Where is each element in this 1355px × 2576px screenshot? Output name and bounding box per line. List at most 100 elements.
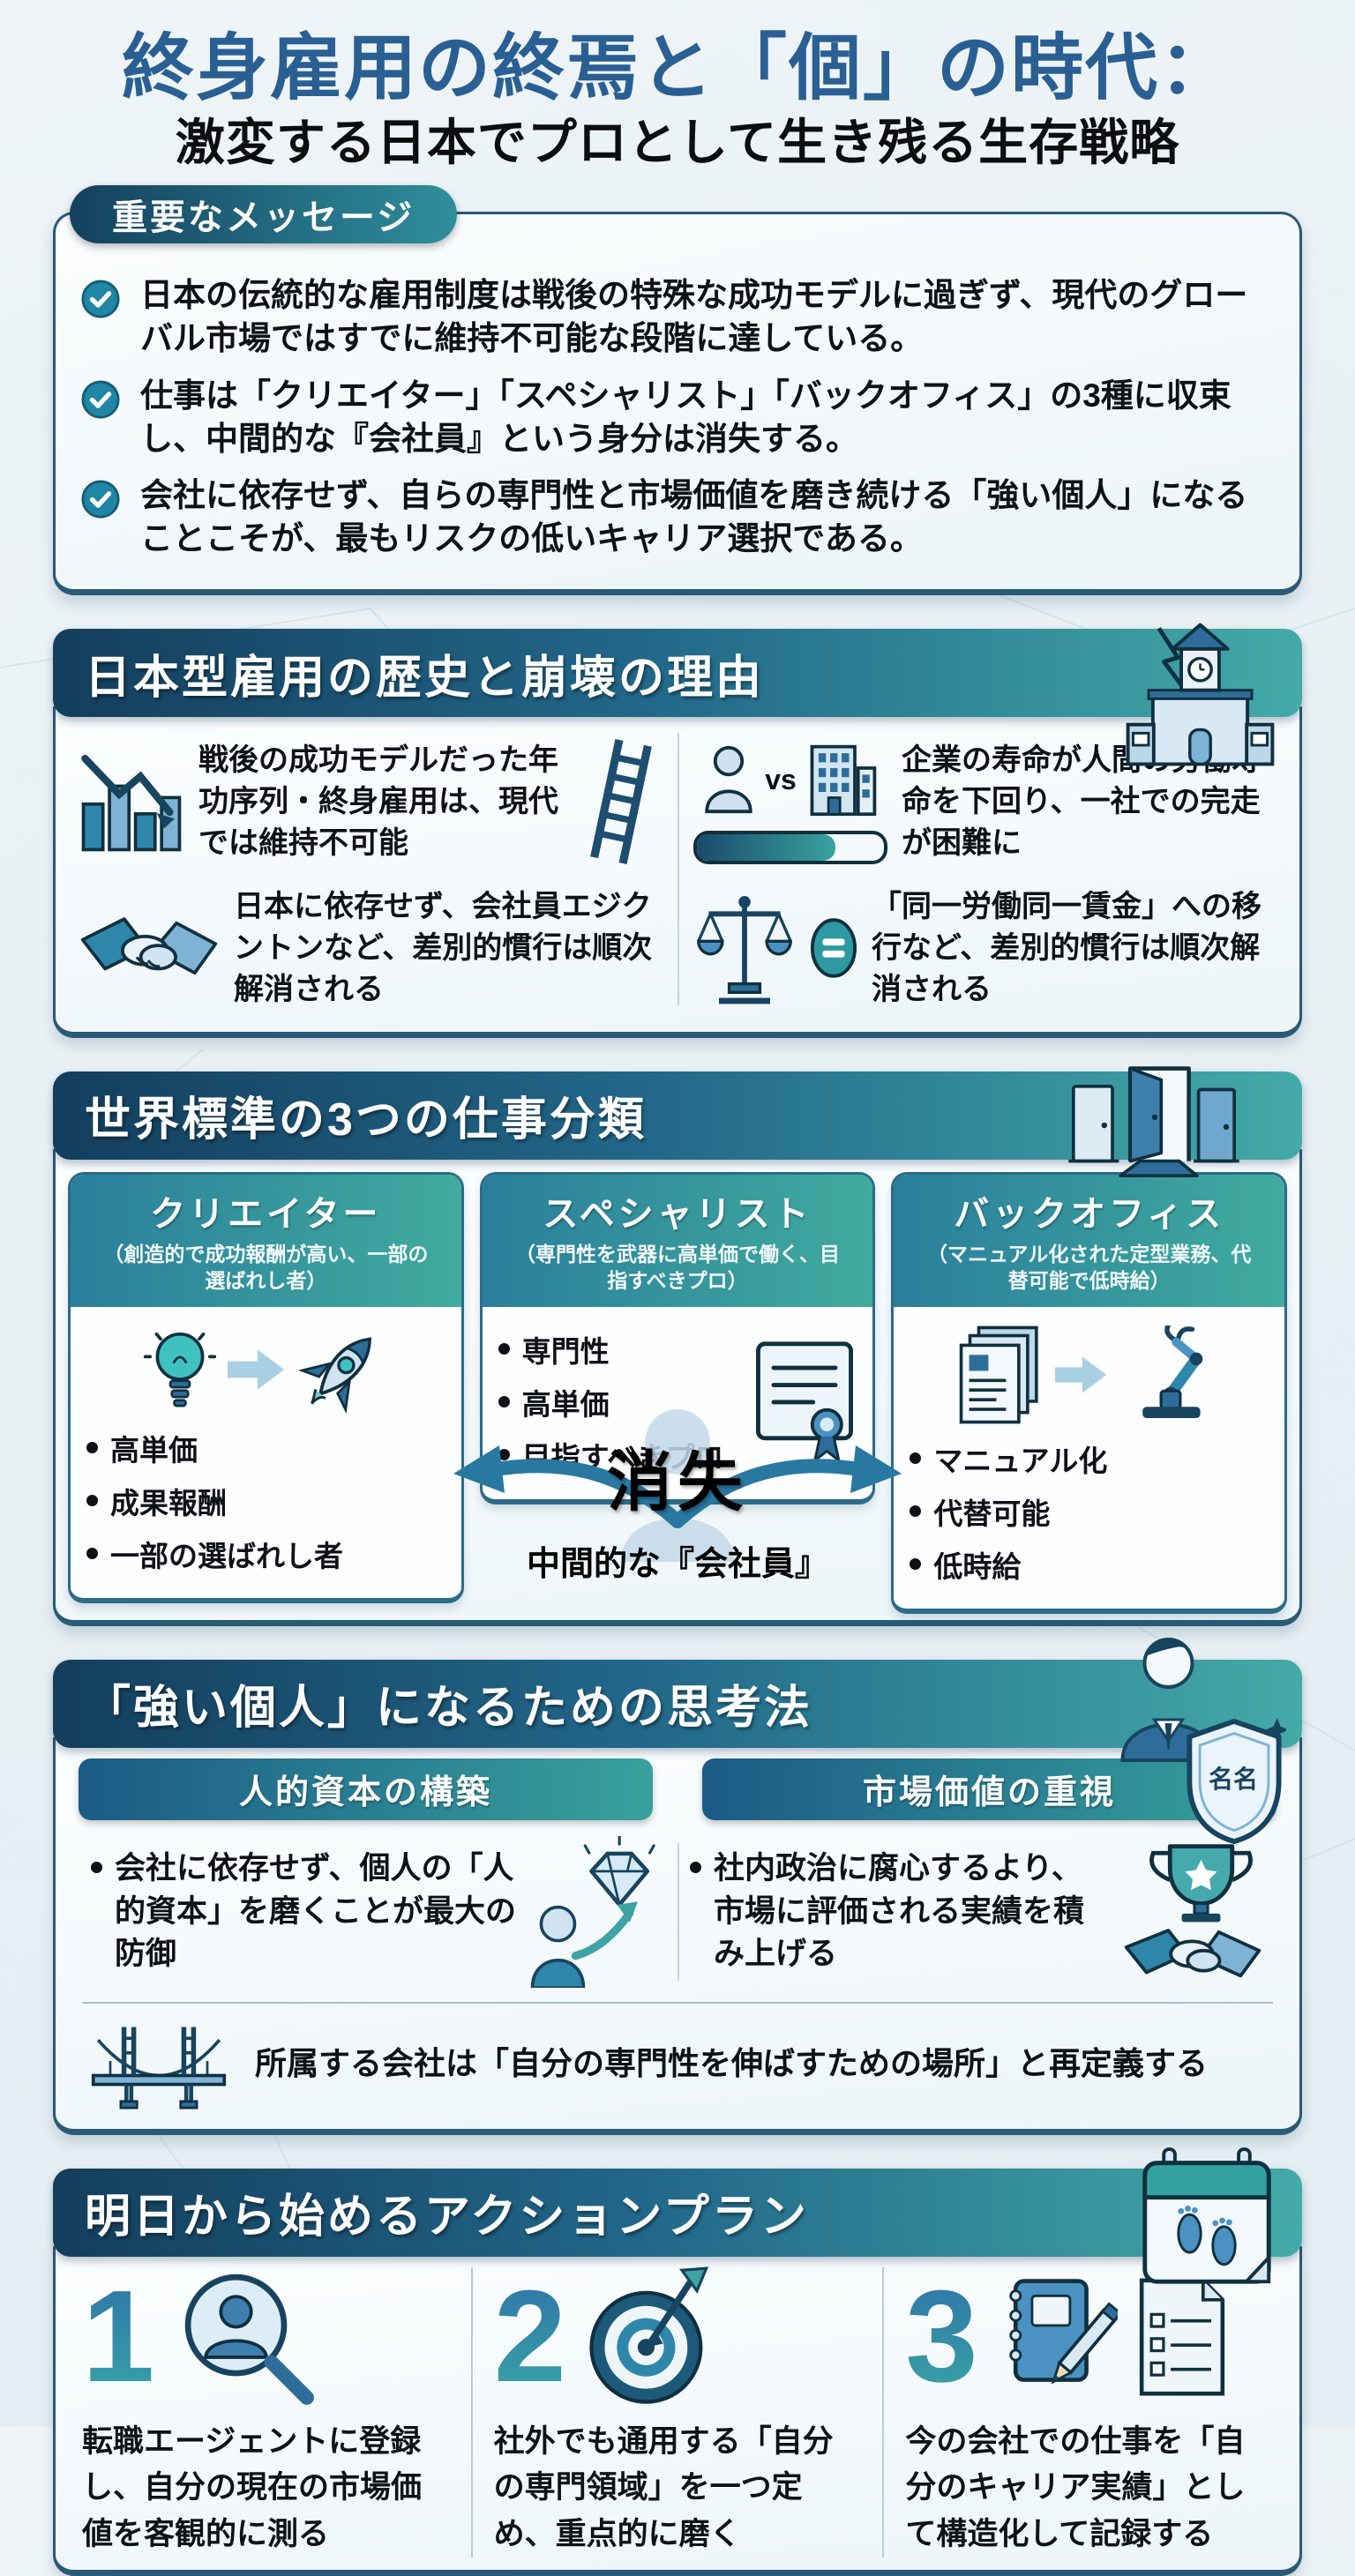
bullet-item: 成果報酬 xyxy=(86,1480,445,1522)
check-icon xyxy=(80,279,121,319)
documents-icon xyxy=(956,1323,1044,1427)
classification-section: 世界標準の3つの仕事分類 クリエイター （創造的 xyxy=(53,1066,1302,1626)
bullet-item: 一部の選ばれし者 xyxy=(86,1533,445,1575)
progress-bar xyxy=(693,831,887,865)
action-plan-heading: 明日から始めるアクションプラン xyxy=(85,2191,809,2244)
key-message-item: 仕事は「クリエイター」「スペシャリスト」「バックオフィス」の3種に収束し、中間的… xyxy=(80,375,1269,461)
history-grid: 戦後の成功モデルだった年功序列・終身雇用は、現代では維持不可能 xyxy=(56,706,1299,1032)
check-icon xyxy=(80,479,121,519)
bullet-item: 専門性 xyxy=(498,1328,746,1370)
bullet-item: 高単価 xyxy=(86,1427,445,1469)
history-quadrant: 「同一労働同一賃金」への移行など、差別的慣行は順次解消される xyxy=(678,886,1292,1011)
specialist-title: スペシャリスト xyxy=(543,1194,812,1234)
scales-icon xyxy=(693,888,796,1008)
person-silhouette-icon xyxy=(611,1400,744,1562)
history-section: 日本型雇用の歴史と崩壊の理由 xyxy=(53,623,1302,1038)
market-value-bar: 市場価値の重視 xyxy=(702,1758,1276,1820)
creator-icon-row xyxy=(86,1323,445,1416)
check-icon xyxy=(80,379,121,420)
arrow-right-icon xyxy=(228,1346,286,1393)
action-plan-section: 明日から始めるアクションプラン 1 xyxy=(53,2147,1302,2576)
notebook-pencil-icon xyxy=(994,2270,1118,2404)
arrow-right-icon xyxy=(1054,1353,1108,1397)
vanish-group: 消失 中間的な『会社員』 xyxy=(386,1408,969,1590)
human-capital-column: 会社に依存せず、個人の「人的資本」を磨くことが最大の防御 xyxy=(79,1835,678,1988)
backoffice-bullets: マニュアル化 代替可能 低時給 xyxy=(910,1437,1269,1586)
bullet-item: マニュアル化 xyxy=(910,1437,1269,1480)
history-text: 日本に依存せず、会社員エジクントンなど、差別的慣行は順次解消される xyxy=(234,890,653,1006)
market-value-bullet: 社内政治に腐心するより、市場に評価される実績を積み上げる xyxy=(690,1848,1112,1975)
person-icon xyxy=(701,744,756,815)
specialist-caption: （専門性を武器に高単価で働く、目指すべきプロ） xyxy=(515,1242,840,1292)
key-message-text: 会社に依存せず、自らの専門性と市場価値を磨き続ける「強い個人」になることこそが、… xyxy=(140,477,1248,557)
shield-text: 名名 xyxy=(1208,1765,1258,1793)
mindset-columns: 会社に依存せず、個人の「人的資本」を磨くことが最大の防御 xyxy=(79,1835,1276,1988)
key-message-text: 日本の伝統的な雇用制度は戦後の特殊な成功モデルに過ぎず、現代のグローバル市場では… xyxy=(140,277,1248,356)
mindset-section: 「強い個人」になるための思考法 名名 人的資本の構築 xyxy=(53,1637,1302,2135)
market-value-column: 社内政治に腐心するより、市場に評価される実績を積み上げる xyxy=(678,1836,1276,1988)
divider xyxy=(82,2001,1273,2004)
creator-caption: （創造的で成功報酬が高い、一部の選ばれし者） xyxy=(103,1242,429,1292)
backoffice-title: バックオフィス xyxy=(954,1194,1225,1234)
mindset-body: 人的資本の構築 市場価値の重視 会社に依存せず、個人の「人的資本」を磨くことが最… xyxy=(53,1736,1302,2135)
backoffice-caption: （マニュアル化された定型業務、代替可能で低時給） xyxy=(927,1242,1252,1292)
history-quadrant: 日本に依存せず、会社員エジクントンなど、差別的慣行は順次解消される xyxy=(63,886,678,1011)
curved-arrows-icon xyxy=(395,1408,960,1541)
rocket-icon xyxy=(296,1324,388,1415)
key-messages-card: 重要なメッセージ 日本の伝統的な雇用制度は戦後の特殊な成功モデルに過ぎず、現代の… xyxy=(53,185,1302,596)
vs-label: vs xyxy=(765,763,797,795)
doors-icon xyxy=(1060,1054,1247,1177)
school-icon xyxy=(1114,604,1286,785)
mindset-band: 「強い個人」になるための思考法 xyxy=(53,1659,1302,1748)
history-quadrant: 戦後の成功モデルだった年功序列・終身雇用は、現代では維持不可能 xyxy=(63,736,678,867)
mindset-footer-text: 所属する会社は「自分の専門性を伸ばすための場所」と再定義する xyxy=(255,2044,1209,2081)
step-text: 今の会社での仕事を「自分のキャリア実績」として構造化して記録する xyxy=(905,2423,1246,2551)
magnifier-person-icon xyxy=(170,2261,322,2413)
bridge-icon xyxy=(89,2012,228,2109)
creator-card-header: クリエイター （創造的で成功報酬が高い、一部の選ばれし者） xyxy=(71,1174,461,1307)
trophy-handshake-icon xyxy=(1121,1840,1264,1984)
infographic-root: 終身雇用の終焉と「個」の時代： 激変する日本でプロとして生き残る生存戦略 重要な… xyxy=(0,0,1355,2427)
ladder-icon xyxy=(580,736,662,867)
person-shield-icon: 名名 xyxy=(1103,1630,1288,1850)
person-diamond-icon xyxy=(526,1835,665,1988)
human-capital-bar: 人的資本の構築 xyxy=(79,1758,653,1820)
history-band: 日本型雇用の歴史と崩壊の理由 xyxy=(53,629,1302,718)
step-number: 1 xyxy=(82,2263,155,2409)
key-messages-pill: 重要なメッセージ xyxy=(70,185,458,244)
classification-cards: クリエイター （創造的で成功報酬が高い、一部の選ばれし者） xyxy=(68,1171,1288,1614)
bullet-item: 高単価 xyxy=(498,1381,746,1423)
action-step-1: 1 転職エージェントに登録し、自分の現在の市場価値を客観的に測る xyxy=(61,2267,471,2558)
step-text: 社外でも通用する「自分の専門領域」を一つ定め、重点的に磨く xyxy=(493,2423,834,2551)
mindset-heading: 「強い個人」になるための思考法 xyxy=(85,1683,813,1735)
backoffice-card: バックオフィス （マニュアル化された定型業務、代替可能で低時給） xyxy=(891,1171,1288,1614)
shield-icon xyxy=(1182,1716,1286,1845)
step-number: 2 xyxy=(493,2263,566,2409)
action-plan-band: 明日から始めるアクションプラン xyxy=(53,2168,1302,2257)
certificate-icon xyxy=(752,1337,857,1466)
document-icon xyxy=(1134,2274,1231,2401)
creator-card: クリエイター （創造的で成功報酬が高い、一部の選ばれし者） xyxy=(68,1171,464,1603)
mindset-footer: 所属する会社は「自分の専門性を伸ばすための場所」と再定義する xyxy=(79,2004,1276,2117)
action-step-3: 3 xyxy=(882,2263,1294,2558)
step-number: 3 xyxy=(905,2263,978,2409)
person-vs-building-group: vs xyxy=(693,739,887,865)
vanish-label: 消失 xyxy=(607,1445,748,1519)
decline-chart-icon xyxy=(79,748,184,855)
robot-arm-icon xyxy=(1119,1325,1223,1424)
key-message-item: 日本の伝統的な雇用制度は戦後の特殊な成功モデルに過ぎず、現代のグローバル市場では… xyxy=(80,274,1269,361)
calendar-icon xyxy=(1138,2146,1276,2294)
page-subtitle: 激変する日本でプロとして生き残る生存戦略 xyxy=(175,114,1180,170)
history-text: 戦後の成功モデルだった年功序列・終身雇用は、現代では維持不可能 xyxy=(198,743,558,860)
classification-heading: 世界標準の3つの仕事分類 xyxy=(85,1094,647,1146)
lightbulb-icon xyxy=(143,1323,217,1416)
creator-title: クリエイター xyxy=(150,1194,382,1234)
handshake-icon xyxy=(79,900,220,996)
history-body: 戦後の成功モデルだった年功序列・終身雇用は、現代では維持不可能 xyxy=(53,706,1302,1038)
target-icon xyxy=(582,2266,727,2408)
action-step-2: 2 社外でも通用する「自分の専 xyxy=(470,2263,883,2558)
bullet-item: 代替可能 xyxy=(910,1490,1269,1533)
history-heading: 日本型雇用の歴史と崩壊の理由 xyxy=(85,652,765,704)
backoffice-icon-row xyxy=(910,1323,1269,1427)
key-message-item: 会社に依存せず、自らの専門性と市場価値を磨き続ける「強い個人」になることこそが、… xyxy=(80,474,1269,561)
